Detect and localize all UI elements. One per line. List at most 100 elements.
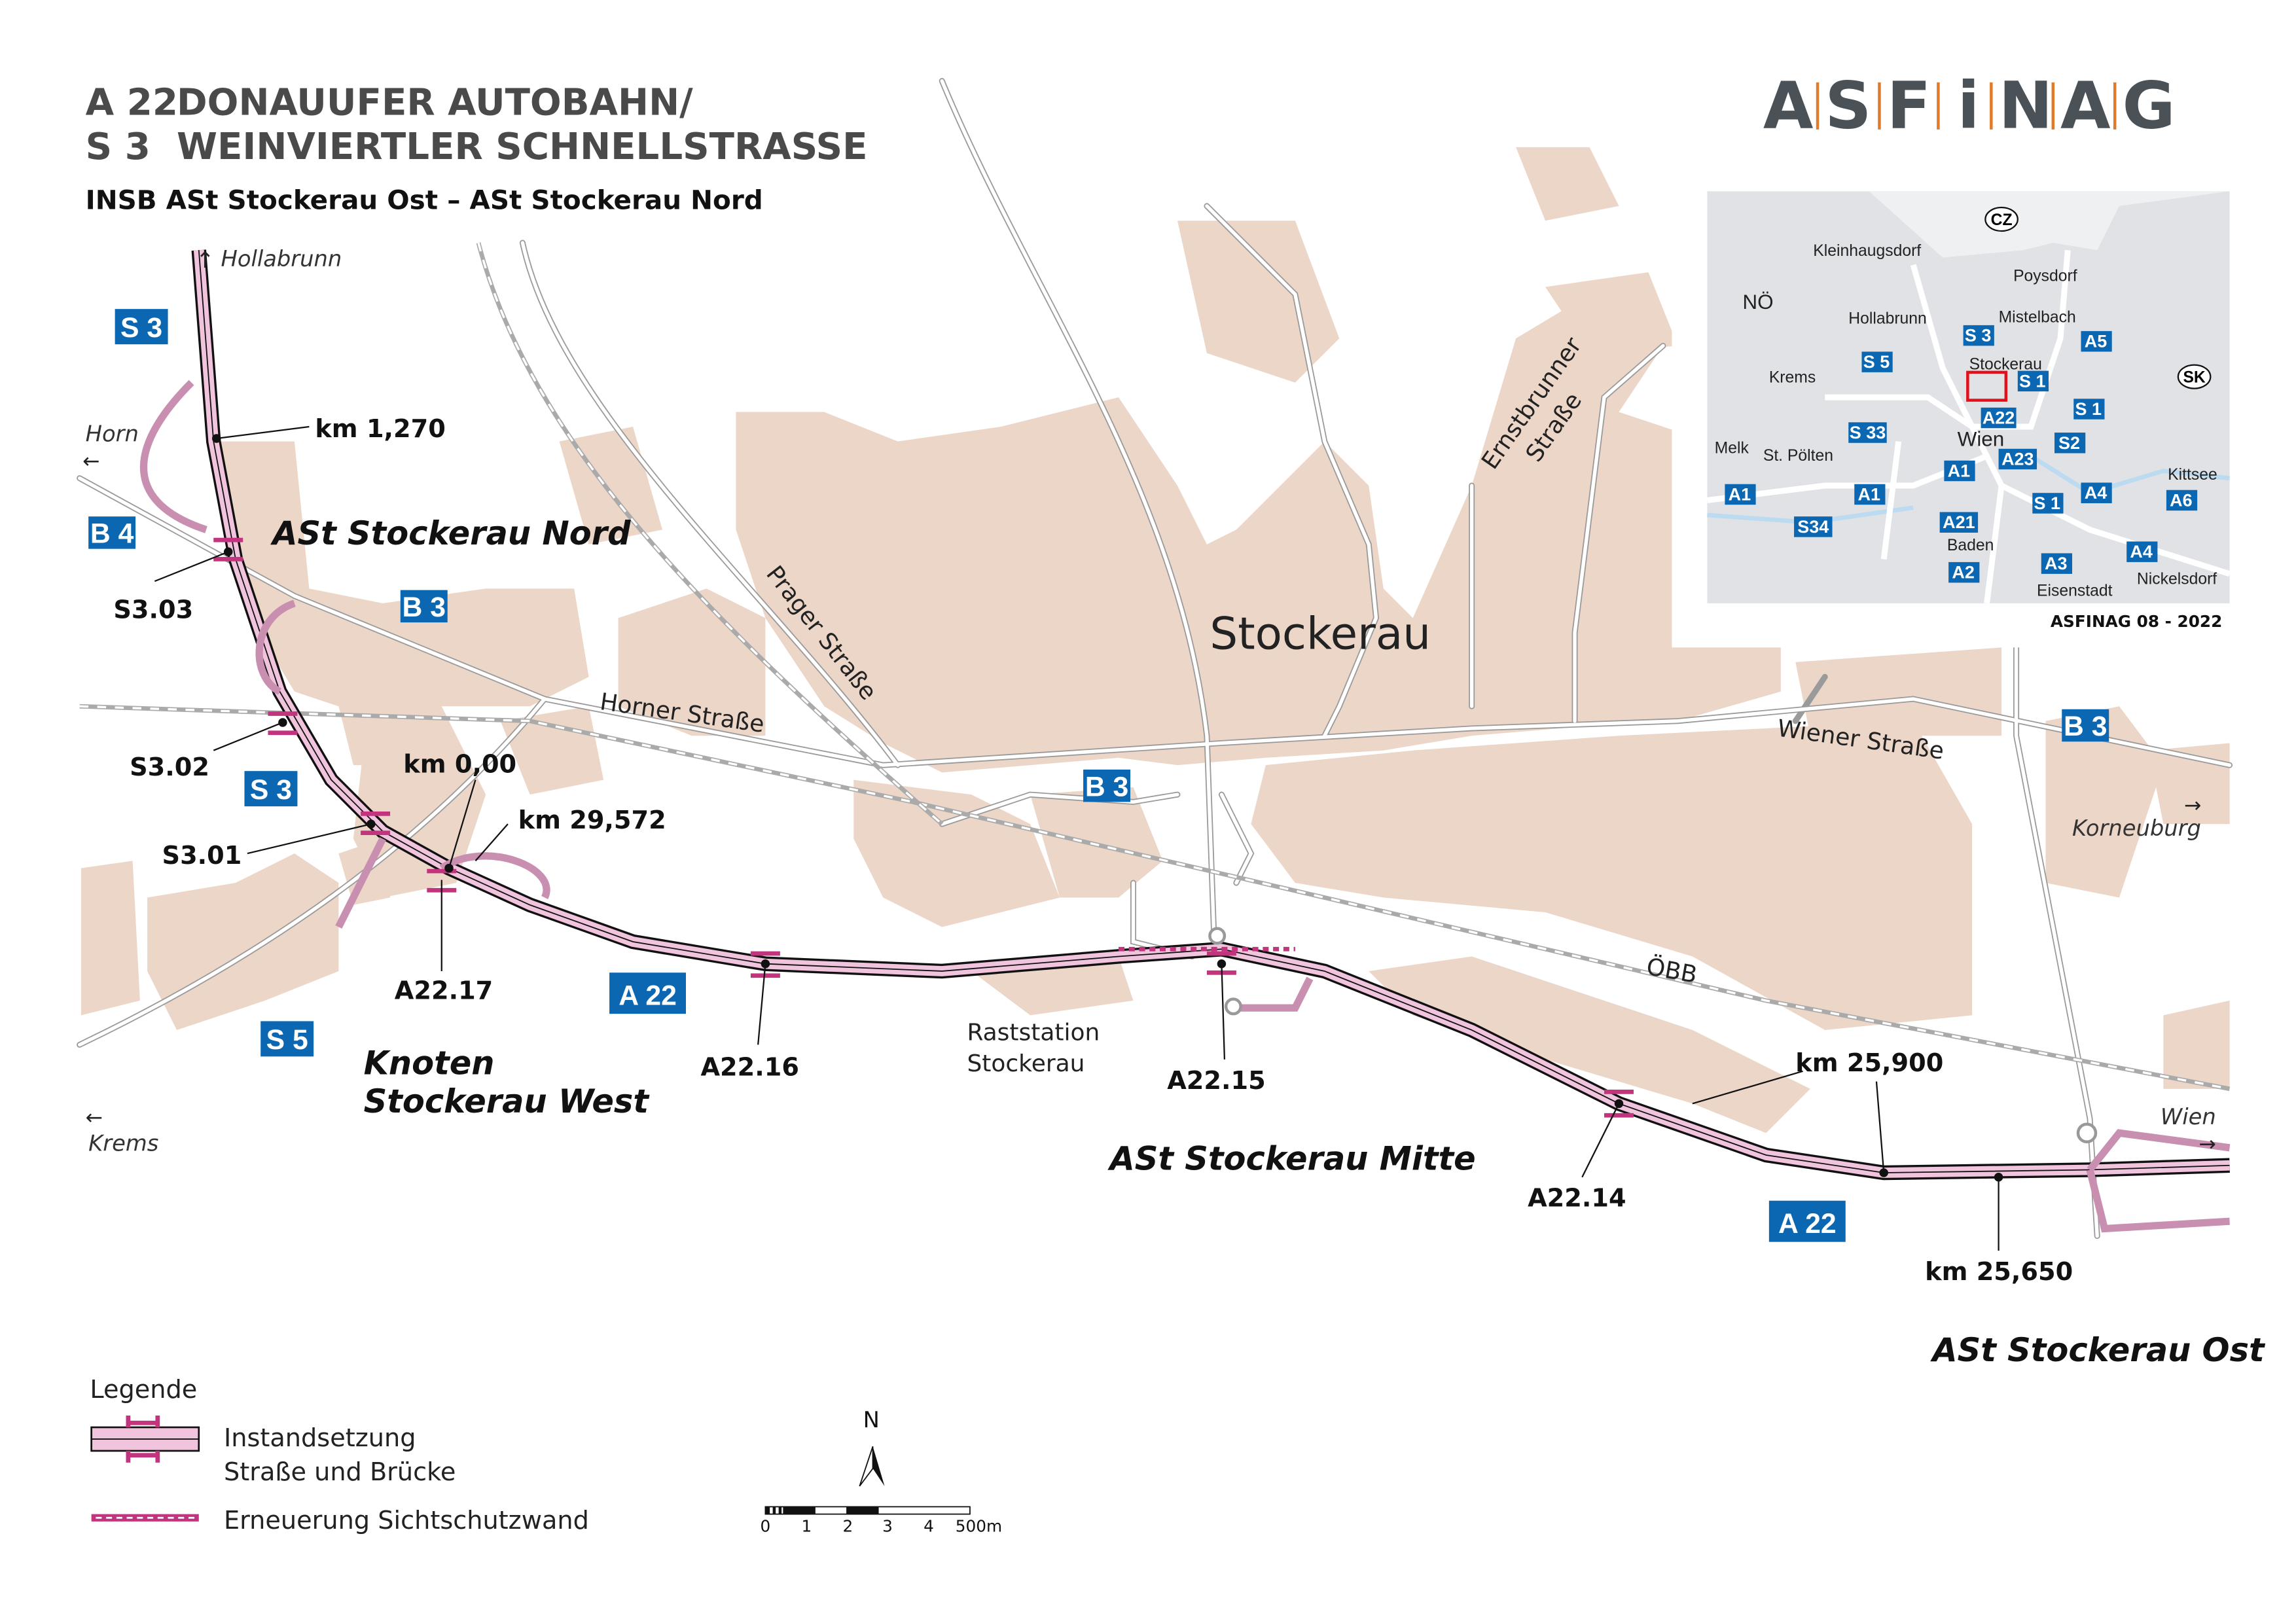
inset-place: Hollabrunn bbox=[1848, 310, 1927, 328]
object-code: S3.01 bbox=[162, 842, 242, 870]
shield-b3: B 3 bbox=[2064, 711, 2107, 742]
svg-text:S 3: S 3 bbox=[1965, 326, 1991, 346]
direction-wien: Wien bbox=[2161, 1104, 2216, 1130]
svg-text:A23: A23 bbox=[2001, 449, 2034, 469]
inset-place: Poysdorf bbox=[2013, 267, 2077, 285]
place-knoten-2: Stockerau West bbox=[364, 1082, 651, 1120]
inset-place: Baden bbox=[1947, 537, 1994, 554]
svg-text:A2: A2 bbox=[1952, 563, 1974, 582]
arrow-left-icon: ← bbox=[82, 450, 99, 473]
svg-text:S 1: S 1 bbox=[2034, 493, 2060, 513]
arrow-up-icon: ↑ bbox=[196, 247, 214, 273]
roundabout bbox=[2076, 1122, 2098, 1144]
raststation-1: Raststation bbox=[967, 1020, 1100, 1046]
legend-item-1-line2: Straße und Brücke bbox=[224, 1458, 456, 1487]
svg-text:S 5: S 5 bbox=[1863, 352, 1890, 372]
arrow-right-icon: → bbox=[2184, 794, 2201, 817]
shield-a22: A 22 bbox=[1778, 1208, 1837, 1240]
svg-text:A1: A1 bbox=[1857, 484, 1880, 504]
place-ast-mitte: ASt Stockerau Mitte bbox=[1107, 1139, 1476, 1177]
svg-text:1: 1 bbox=[802, 1517, 812, 1536]
svg-text:2: 2 bbox=[842, 1517, 853, 1536]
svg-text:500m: 500m bbox=[956, 1517, 1002, 1536]
leader-lines bbox=[154, 425, 2003, 1251]
km-marker: km 1,270 bbox=[315, 415, 445, 444]
object-code: A22.17 bbox=[395, 977, 493, 1006]
svg-text:A: A bbox=[1763, 69, 1814, 144]
km-marker: km 0,00 bbox=[403, 750, 516, 779]
railway bbox=[79, 242, 2231, 1092]
shield-b4: B 4 bbox=[90, 518, 134, 550]
title-code-s3: S 3 bbox=[86, 126, 151, 168]
place-ast-nord: ASt Stockerau Nord bbox=[270, 514, 631, 552]
km-marker: km 25,900 bbox=[1795, 1049, 1943, 1078]
inset-country: CZ bbox=[1991, 211, 2013, 229]
inset-credit: ASFINAG 08 - 2022 bbox=[2051, 612, 2222, 631]
svg-text:0: 0 bbox=[761, 1517, 771, 1536]
svg-text:A5: A5 bbox=[2085, 332, 2107, 351]
inset-place: Melk bbox=[1715, 440, 1749, 457]
svg-text:A4: A4 bbox=[2130, 542, 2152, 562]
object-code: A22.15 bbox=[1167, 1067, 1265, 1096]
svg-text:3: 3 bbox=[882, 1517, 893, 1536]
legend-item-1-line1: Instandsetzung bbox=[224, 1424, 416, 1453]
place-ast-ost: ASt Stockerau Ost bbox=[1929, 1331, 2266, 1369]
title-name-s3: WEINVIERTLER SCHNELLSTRASSE bbox=[177, 126, 868, 168]
svg-text:A: A bbox=[2060, 69, 2111, 144]
place-knoten-1: Knoten bbox=[364, 1044, 495, 1082]
asfinag-logo: A S F i N A G bbox=[1763, 69, 2176, 144]
legend-title: Legende bbox=[90, 1376, 197, 1404]
object-code: S3.02 bbox=[130, 753, 209, 782]
svg-text:A22: A22 bbox=[1982, 408, 2015, 428]
raststation-2: Stockerau bbox=[967, 1050, 1085, 1077]
shield-s3: S 3 bbox=[250, 774, 292, 806]
legend: Legende Instandsetzung Straße und Brücke… bbox=[90, 1376, 589, 1535]
svg-text:G: G bbox=[2122, 69, 2175, 144]
direction-korneuburg: Korneuburg bbox=[2072, 815, 2201, 841]
motorway-a22-s3 bbox=[139, 249, 2231, 1233]
inset-place: Nickelsdorf bbox=[2137, 571, 2217, 588]
inset-place: Krems bbox=[1769, 369, 1816, 387]
bridge-markers bbox=[213, 537, 1634, 1118]
arrow-left-icon: ← bbox=[86, 1106, 103, 1130]
object-code: A22.16 bbox=[700, 1054, 798, 1082]
object-code: S3.03 bbox=[113, 596, 193, 624]
title-code-a22: A 22 bbox=[86, 81, 178, 124]
svg-text:A1: A1 bbox=[1948, 461, 1970, 480]
svg-text:A21: A21 bbox=[1943, 512, 1975, 532]
scale-bar: 0 1 2 3 4 500m bbox=[761, 1506, 1002, 1536]
km-marker: km 29,572 bbox=[518, 806, 666, 835]
svg-text:4: 4 bbox=[924, 1517, 934, 1536]
svg-text:A6: A6 bbox=[2170, 490, 2192, 510]
svg-text:A4: A4 bbox=[2085, 483, 2107, 503]
legend-screen-wall-symbol bbox=[91, 1514, 199, 1522]
inset-place: NÖ bbox=[1742, 291, 1773, 313]
legend-item-2: Erneuerung Sichtschutzwand bbox=[224, 1507, 589, 1535]
svg-text:S2: S2 bbox=[2058, 433, 2080, 453]
railway-oebb: ÖBB bbox=[1644, 953, 1699, 989]
svg-text:S 1: S 1 bbox=[2019, 371, 2045, 391]
built-up-areas bbox=[81, 147, 2230, 1133]
km-marker: km 25,650 bbox=[1925, 1258, 2073, 1287]
svg-text:A1: A1 bbox=[1729, 484, 1751, 504]
shield-a22: A 22 bbox=[619, 980, 677, 1012]
roundabout bbox=[1208, 927, 1227, 945]
svg-text:S: S bbox=[1825, 69, 1871, 144]
legend-works-symbol bbox=[90, 1415, 200, 1463]
svg-text:S 33: S 33 bbox=[1850, 423, 1886, 442]
svg-text:S 1: S 1 bbox=[2075, 399, 2101, 419]
svg-text:N: N bbox=[1999, 69, 2053, 144]
town-label: Stockerau bbox=[1210, 608, 1431, 660]
svg-text:S34: S34 bbox=[1797, 517, 1829, 537]
svg-text:A3: A3 bbox=[2045, 554, 2067, 573]
shield-b3: B 3 bbox=[403, 592, 446, 623]
inset-place: Mistelbach bbox=[1999, 308, 2076, 326]
inset-place: Wien bbox=[1958, 427, 2005, 450]
inset-country: SK bbox=[2183, 369, 2205, 387]
shield-s5: S 5 bbox=[266, 1024, 308, 1056]
direction-horn: Horn bbox=[86, 421, 139, 447]
svg-text:F: F bbox=[1887, 69, 1931, 144]
svg-text:i: i bbox=[1958, 69, 1980, 144]
inset-place: Kleinhaugsdorf bbox=[1813, 242, 1921, 260]
